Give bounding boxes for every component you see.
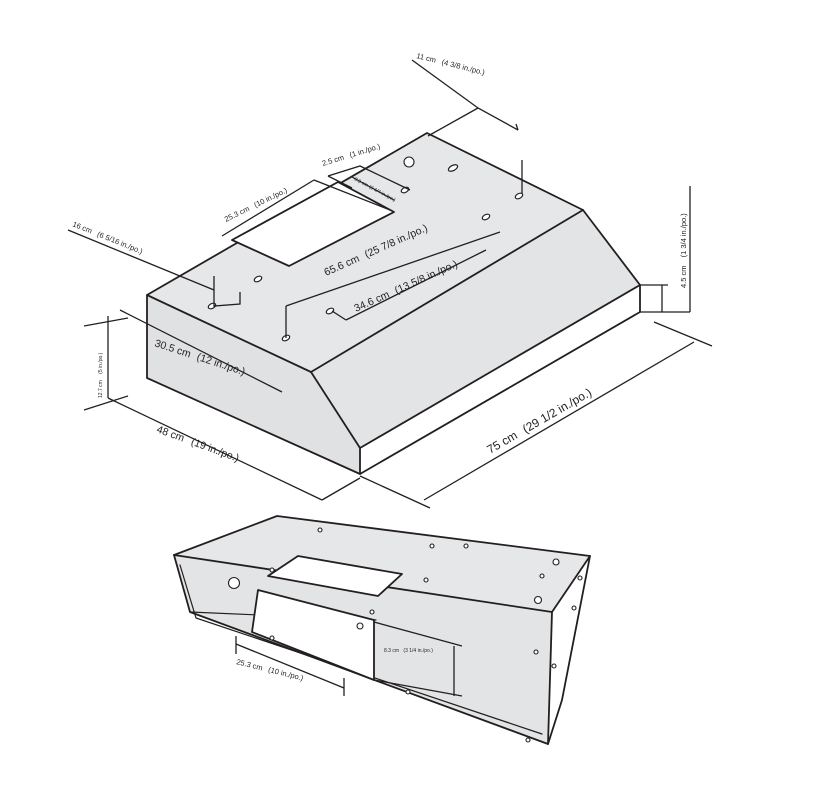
round-hole [403, 156, 415, 168]
hole [552, 558, 560, 566]
label-48cm: 48 cm (19 in./po.) [155, 424, 241, 465]
label-75cm-metric: 75 cm [485, 428, 520, 456]
bottom-label-8-3cm: 8.3 cm (3 1/4 in./po.) [384, 648, 433, 654]
bottom-dim-width-line [235, 643, 345, 689]
bottom-label-25-3cm-metric: 25.3 cm [236, 657, 264, 672]
hole [369, 609, 375, 615]
slot [447, 164, 459, 172]
top-view-dimension-lines [67, 59, 713, 509]
slot [514, 192, 524, 200]
slot [325, 307, 335, 315]
label-12-7cm-metric: 12.7 cm [98, 380, 104, 398]
hole [577, 575, 583, 581]
bottom-label-25-3cm: 25.3 cm (10 in./po.) [236, 657, 305, 682]
hood-top-panel [147, 133, 583, 372]
label-4-5cm-imperial: (1 3/4 in./po.) [679, 213, 688, 258]
label-12-7cm-imperial: (5 in./po.) [98, 352, 104, 373]
bottom-view-top-plate [174, 516, 590, 612]
label-11cm-metric: 11 cm [416, 51, 437, 65]
label-12-7cm: 12.7 cm (5 in./po.) [98, 352, 104, 398]
hole [533, 649, 539, 655]
label-75cm: 75 cm (29 1/2 in./po.) [485, 385, 595, 456]
hole [539, 573, 545, 579]
hole [533, 595, 543, 605]
hole [571, 605, 577, 611]
bottom-view-top-cutout [267, 555, 403, 597]
label-16cm: 16 cm (6 5/16 in./po.) [71, 220, 144, 257]
label-75cm-imperial: (29 1/2 in./po.) [520, 385, 594, 436]
slot [481, 213, 491, 221]
slot [253, 275, 263, 283]
hole [269, 567, 275, 573]
label-48cm-metric: 48 cm [155, 424, 186, 445]
hole [525, 737, 531, 743]
label-11cm-imperial: (4 3/8 in./po.) [441, 57, 487, 77]
hole [317, 527, 323, 533]
hole [423, 577, 429, 583]
hood-top-view [146, 132, 641, 475]
bottom-label-25-3cm-imperial: (10 in./po.) [267, 665, 304, 683]
label-2-5cm-metric: 2.5 cm [321, 153, 345, 168]
hood-front-slope [311, 210, 640, 448]
hood-bottom-view: 25.3 cm (10 in./po.) 8.3 cm (3 1/4 in./p… [173, 515, 591, 745]
hole [269, 635, 275, 641]
motor-hole [227, 576, 241, 590]
hole [551, 663, 557, 669]
bottom-label-8-3cm-metric: 8.3 cm [384, 648, 399, 654]
label-48cm-imperial: (19 in./po.) [189, 436, 240, 464]
hood-left-side [147, 295, 360, 474]
hood-front-lip [360, 285, 640, 474]
hole [356, 622, 364, 630]
top-vent-cutout [231, 181, 395, 267]
bottom-label-8-3cm-imperial: (3 1/4 in./po.) [403, 648, 433, 654]
label-11cm: 11 cm (4 3/8 in./po.) [416, 51, 487, 77]
hole [405, 689, 411, 695]
label-2-5cm-imperial: (1 in./po.) [348, 142, 381, 160]
label-4-5cm-metric: 4.5 cm [679, 265, 688, 288]
hole [429, 543, 435, 549]
label-4-5cm: 4.5 cm (1 3/4 in./po.) [679, 213, 688, 288]
hole [463, 543, 469, 549]
